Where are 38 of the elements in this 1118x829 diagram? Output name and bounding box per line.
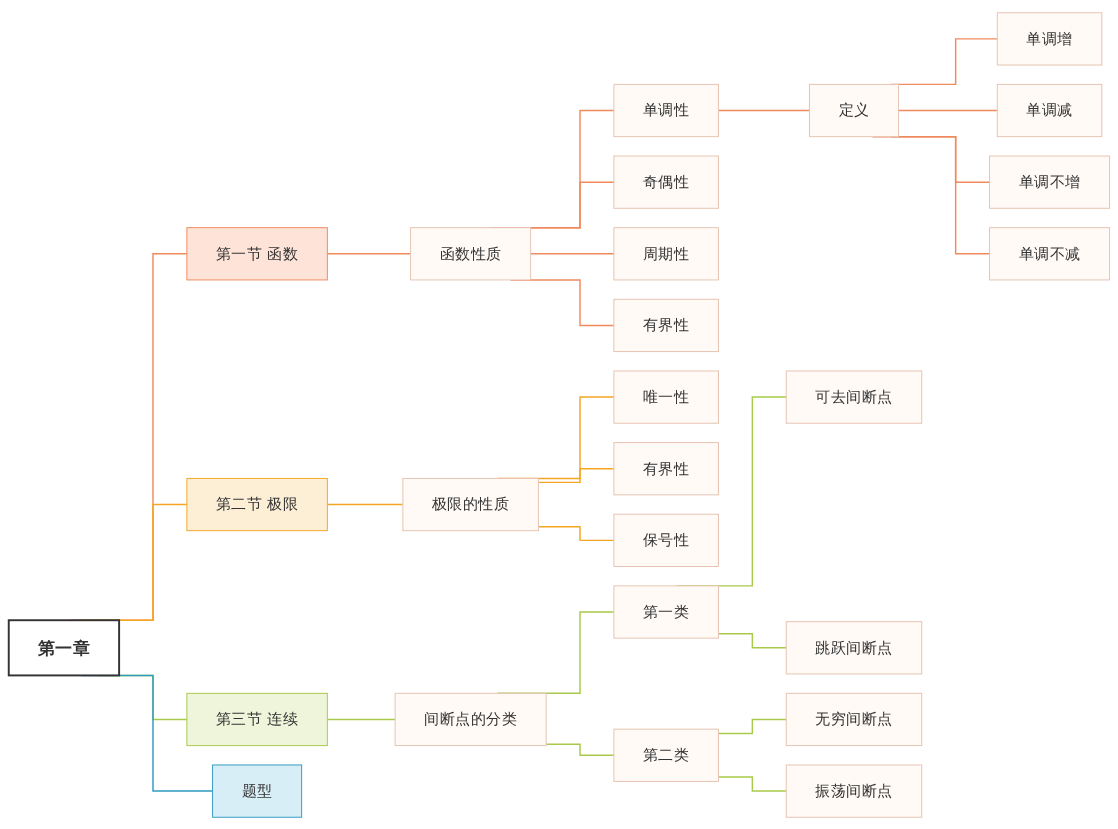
node-box: 无穷间断点 [785,692,923,746]
connector [326,718,396,720]
connector [326,252,412,255]
connector [537,525,615,541]
node-box: 周期性 [613,226,719,280]
node-box: 间断点的分类 [394,692,547,746]
connector [717,775,787,792]
node-box: 第二节 极限 [186,477,328,531]
node-box: 定义 [808,83,899,137]
connector [717,718,787,734]
node-box: 奇偶性 [613,155,719,209]
node-box: 单调不减 [988,226,1110,280]
connector [537,467,615,483]
connector [717,109,810,111]
node-box: 可去间断点 [785,369,923,424]
node-box: 题型 [211,763,302,818]
node-box: 单调增 [996,11,1103,65]
node-box: 单调性 [613,83,719,137]
connector [326,503,404,505]
node-box: 唯一性 [613,369,719,424]
connector [545,742,615,756]
node-box: 函数性质 [409,226,531,280]
node-box: 保号性 [613,513,719,567]
connector [897,109,998,111]
connector [717,632,787,649]
node-box: 单调不增 [988,155,1110,209]
node-box: 第一章 [7,618,120,676]
node-box: 振荡间断点 [785,763,923,818]
node-box: 单调减 [996,83,1103,137]
node-box: 第三节 连续 [186,692,328,746]
node-box: 有界性 [613,441,719,495]
connector [529,252,615,255]
node-box: 第一节 函数 [186,226,328,280]
node-box: 第二类 [613,728,719,782]
node-box: 有界性 [613,298,719,352]
node-box: 跳跃间断点 [785,620,923,674]
node-box: 极限的性质 [402,477,539,531]
node-box: 第一类 [613,584,719,639]
